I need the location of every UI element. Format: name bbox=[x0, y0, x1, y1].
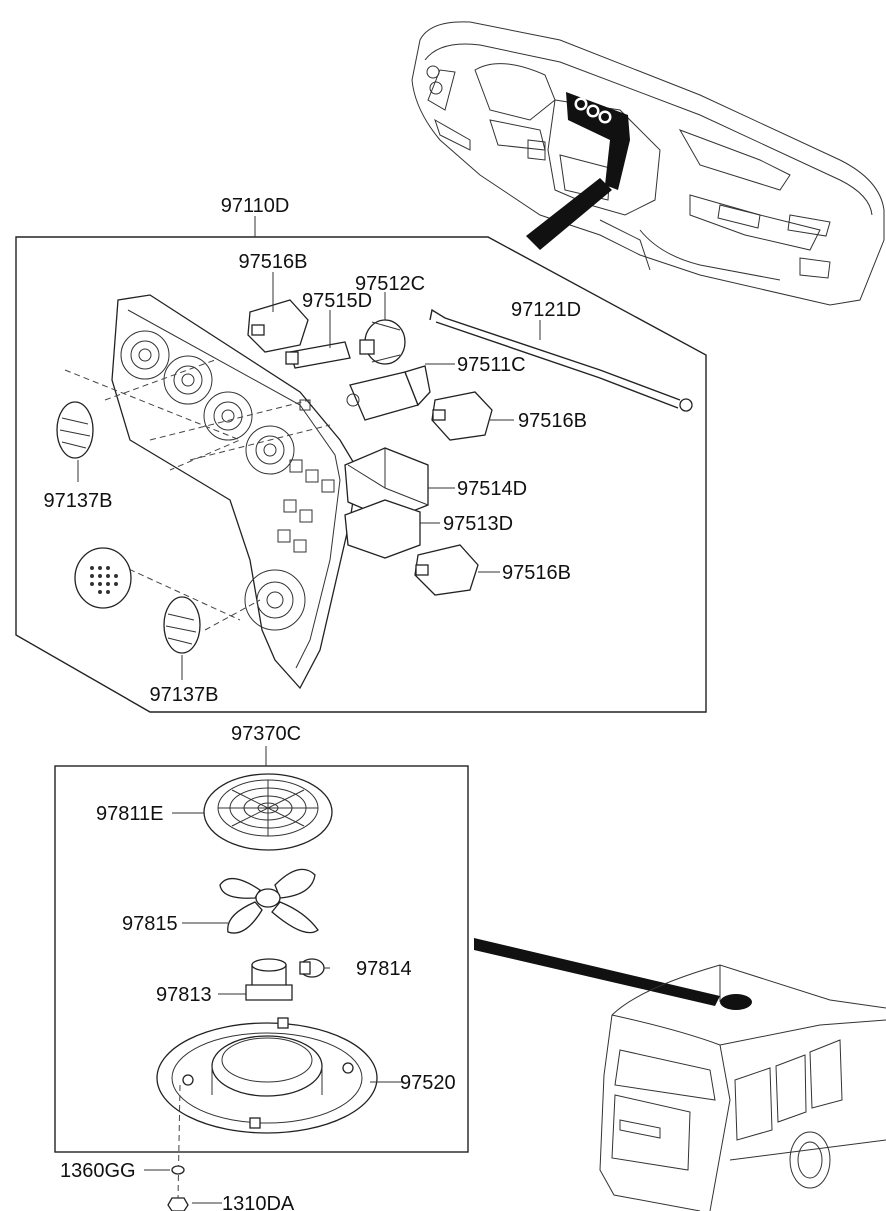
cap-97137b-left bbox=[56, 401, 94, 459]
control-panel-bezel bbox=[111, 294, 359, 690]
label-actuator: 97511C bbox=[457, 354, 526, 376]
label-nut: 1310DA bbox=[222, 1193, 295, 1211]
grille-cap bbox=[74, 547, 132, 609]
motor-97813 bbox=[245, 958, 293, 1001]
label-cable: 97121D bbox=[511, 299, 581, 321]
module-97513d bbox=[344, 499, 421, 559]
label-housing: 97520 bbox=[400, 1072, 456, 1094]
grille-97811e bbox=[203, 773, 333, 851]
label-fan-blade: 97815 bbox=[122, 913, 178, 935]
label-washer: 1360GG bbox=[60, 1160, 136, 1182]
label-module-97514d: 97514D bbox=[457, 478, 527, 500]
label-module-97513d: 97513D bbox=[443, 513, 513, 535]
label-cap-left: 97137B bbox=[44, 490, 113, 512]
label-plug: 97814 bbox=[356, 958, 412, 980]
housing-97520 bbox=[156, 1017, 378, 1134]
label-motor: 97813 bbox=[156, 984, 212, 1006]
fan-blade-97815 bbox=[219, 868, 319, 934]
van-illustration bbox=[474, 938, 886, 1211]
module-97514d bbox=[344, 447, 429, 521]
plug-97814 bbox=[299, 958, 325, 978]
label-knob-top: 97516B bbox=[239, 251, 308, 273]
knob-97516b-top bbox=[247, 299, 309, 353]
dashboard-illustration bbox=[411, 21, 885, 306]
switch-97515d bbox=[285, 341, 351, 369]
label-cap-bottom: 97137B bbox=[150, 684, 219, 706]
washer-1360gg bbox=[171, 1165, 185, 1175]
knob-97516b-mid bbox=[431, 391, 493, 441]
knob-97516b-low bbox=[414, 544, 479, 596]
cable-97121d bbox=[429, 308, 693, 412]
label-knob-mid: 97516B bbox=[518, 410, 587, 432]
cap-97137b-bottom bbox=[163, 596, 201, 654]
label-knob-low: 97516B bbox=[502, 562, 571, 584]
label-switch-97515d: 97515D bbox=[302, 290, 372, 312]
nut-1310da bbox=[167, 1197, 189, 1211]
label-fan-assembly: 97370C bbox=[231, 723, 301, 745]
assembly-frame-upper bbox=[15, 236, 707, 713]
switch-97512c bbox=[359, 319, 406, 365]
label-switch-97512c: 97512C bbox=[355, 273, 425, 295]
actuator-97511c bbox=[346, 365, 431, 421]
label-assembly-top: 97110D bbox=[221, 195, 290, 217]
assembly-frame-fan bbox=[54, 765, 469, 1153]
label-grille: 97811E bbox=[96, 803, 163, 825]
